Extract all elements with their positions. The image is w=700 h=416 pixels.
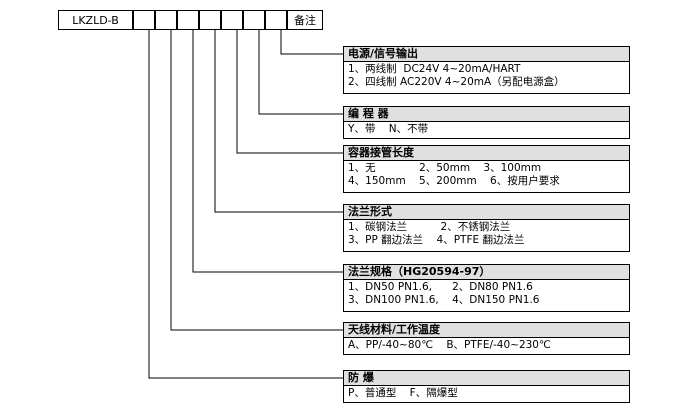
code-cell-flange-type	[199, 10, 221, 30]
remark-box: 备注	[287, 10, 323, 30]
section-header-flange-spec: 法兰规格（HG20594-97）	[343, 264, 630, 280]
section-title: 编 程 器	[348, 107, 389, 120]
connector-nozzle-length	[236, 30, 343, 154]
section-body-flange-type: 1、碳钢法兰 2、不锈钢法兰 3、PP 翻边法兰 4、PTFE 翻边法兰	[343, 220, 630, 252]
option-line: 2、四线制 AC220V 4~20mA（另配电源盒）	[348, 76, 565, 88]
option-line: 1、碳钢法兰 2、不锈钢法兰	[348, 221, 511, 233]
option-line: P、普通型 F、隔爆型	[348, 387, 458, 399]
option-line: Y、带 N、不带	[348, 123, 429, 135]
section-body-nozzle-length: 1、无 2、50mm 3、100mm 4、150mm 5、200mm 6、按用户…	[343, 161, 630, 193]
section-body-power-output: 1、两线制 DC24V 4~20mA/HART 2、四线制 AC220V 4~2…	[343, 62, 630, 94]
section-body-antenna-material: A、PP/-40~80℃ B、PTFE/-40~230℃	[343, 338, 630, 355]
section-header-nozzle-length: 容器接管长度	[343, 145, 630, 161]
code-cell-explosion-proof	[133, 10, 155, 30]
section-title: 防 爆	[348, 371, 374, 384]
section-title: 法兰形式	[348, 205, 392, 218]
section-body-programmer: Y、带 N、不带	[343, 122, 630, 139]
code-cell-programmer	[243, 10, 265, 30]
section-header-flange-type: 法兰形式	[343, 204, 630, 220]
code-cell-nozzle-length	[221, 10, 243, 30]
option-line: 3、DN100 PN1.6, 4、DN150 PN1.6	[348, 294, 540, 306]
code-cell-antenna-material	[155, 10, 177, 30]
section-header-programmer: 编 程 器	[343, 106, 630, 122]
section-title: 容器接管长度	[348, 146, 414, 159]
connector-power-output	[280, 30, 343, 55]
section-title: 电源/信号输出	[348, 47, 419, 60]
option-line: 1、无 2、50mm 3、100mm	[348, 162, 542, 174]
section-header-power-output: 电源/信号输出	[343, 46, 630, 62]
model-code-text: LKZLD-B	[72, 13, 119, 27]
section-body-explosion-proof: P、普通型 F、隔爆型	[343, 386, 630, 403]
section-header-antenna-material: 天线材料/工作温度	[343, 322, 630, 338]
connector-flange-type	[214, 30, 343, 213]
section-title: 天线材料/工作温度	[348, 323, 441, 336]
option-line: A、PP/-40~80℃ B、PTFE/-40~230℃	[348, 339, 551, 351]
option-line: 4、150mm 5、200mm 6、按用户要求	[348, 175, 560, 187]
connector-flange-spec	[192, 30, 343, 273]
option-line: 3、PP 翻边法兰 4、PTFE 翻边法兰	[348, 234, 525, 246]
connector-programmer	[258, 30, 343, 115]
section-header-explosion-proof: 防 爆	[343, 370, 630, 386]
option-line: 1、DN50 PN1.6, 2、DN80 PN1.6	[348, 281, 533, 293]
section-title: 法兰规格（HG20594-97）	[348, 265, 491, 278]
section-body-flange-spec: 1、DN50 PN1.6, 2、DN80 PN1.6 3、DN100 PN1.6…	[343, 280, 630, 312]
connector-antenna-material	[170, 30, 343, 331]
option-line: 1、两线制 DC24V 4~20mA/HART	[348, 63, 521, 75]
code-cell-flange-spec	[177, 10, 199, 30]
code-cell-power-output	[265, 10, 287, 30]
remark-label: 备注	[294, 14, 316, 27]
model-code-box: LKZLD-B	[58, 10, 133, 30]
connector-explosion-proof	[148, 30, 343, 379]
